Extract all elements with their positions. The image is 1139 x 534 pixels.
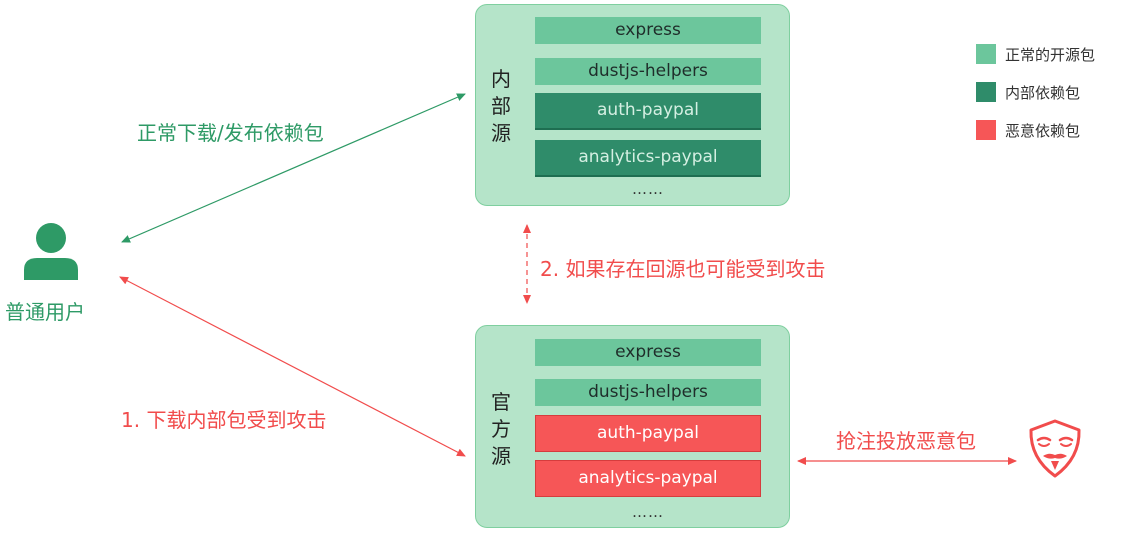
legend-swatch-malicious <box>976 120 996 140</box>
edge-label-squatting: 抢注投放恶意包 <box>836 429 976 453</box>
internal-repo-more: …… <box>632 180 664 198</box>
internal-pkg-express: express <box>535 17 761 44</box>
legend-label-internal: 内部依赖包 <box>1005 84 1081 102</box>
official-repo-title: 官 方 源 <box>491 390 511 468</box>
internal-pkg-auth-paypal: auth-paypal <box>535 93 761 130</box>
official-pkg-express: express <box>535 339 761 366</box>
user-internal-arrow <box>121 93 466 243</box>
legend-swatch-normal <box>976 44 996 64</box>
official-pkg-auth-paypal: auth-paypal <box>535 415 761 452</box>
edge-label-download-attack: 1. 下载内部包受到攻击 <box>121 408 327 432</box>
legend-label-malicious: 恶意依赖包 <box>1005 122 1081 140</box>
legend-label-normal: 正常的开源包 <box>1005 46 1096 64</box>
edge-label-normal-download: 正常下载/发布依赖包 <box>137 121 324 145</box>
user-icon <box>20 220 82 282</box>
internal-repo-title: 内 部 源 <box>491 67 511 145</box>
official-repo-more: …… <box>632 503 664 521</box>
official-pkg-analytics-paypal: analytics-paypal <box>535 460 761 497</box>
user-label: 普通用户 <box>5 300 85 324</box>
user-official-arrow <box>119 276 466 457</box>
internal-pkg-dustjs-helpers: dustjs-helpers <box>535 58 761 85</box>
legend-swatch-internal <box>976 82 996 102</box>
internal-pkg-analytics-paypal: analytics-paypal <box>535 140 761 177</box>
anonymous-mask-icon <box>1024 418 1086 480</box>
official-pkg-dustjs-helpers: dustjs-helpers <box>535 379 761 406</box>
edge-label-fallback-attack: 2. 如果存在回源也可能受到攻击 <box>540 257 826 281</box>
